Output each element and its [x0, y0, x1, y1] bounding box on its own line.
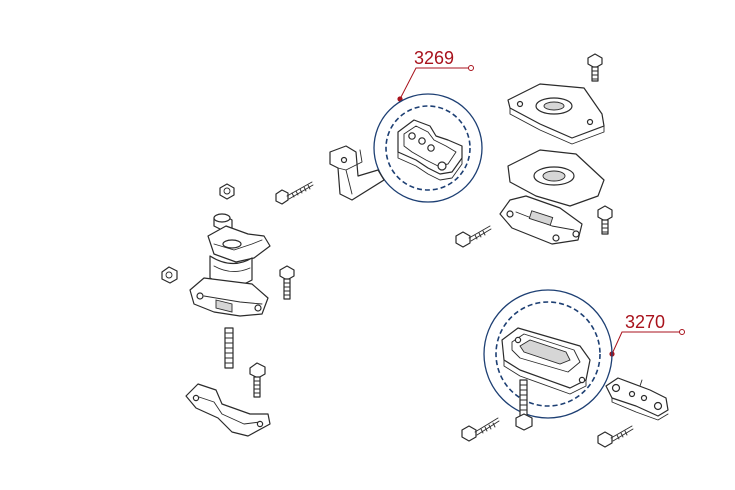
link-arm	[605, 377, 669, 421]
transmission-mount-right	[499, 149, 605, 245]
nut-left	[161, 266, 178, 284]
bolt-upper-left	[275, 181, 314, 205]
angle-bracket	[329, 145, 385, 201]
callout-label-3269[interactable]: 3269	[414, 48, 454, 68]
lower-bracket-left	[185, 383, 271, 437]
bolt-center	[455, 225, 492, 248]
stud-lower	[224, 327, 234, 369]
highlight-circle-3270[interactable]	[483, 289, 613, 419]
callout-3270[interactable]: 3270	[609, 312, 685, 357]
leader-dot-3269	[397, 96, 403, 102]
upper-plate-right	[507, 83, 605, 145]
bolt-top-right	[587, 53, 603, 82]
bolt-bottom-center	[461, 417, 500, 442]
bolt-right-small	[597, 205, 613, 235]
inner-dashed-circle-3269	[385, 105, 471, 191]
bolt-mount-right	[279, 265, 295, 300]
outer-circle-3270	[483, 289, 613, 419]
bolt-vertical-long	[515, 379, 533, 431]
nut-upper-left	[219, 183, 235, 200]
highlight-circle-3269[interactable]	[373, 93, 483, 203]
bolt-lower-left	[249, 362, 266, 398]
leader-line-3269	[399, 67, 470, 100]
engine-mount-left	[189, 213, 271, 317]
bolt-bottom-right	[597, 425, 634, 448]
outer-circle-3269	[373, 93, 483, 203]
leader-end-3269	[468, 65, 474, 71]
callout-3269[interactable]: 3269	[397, 48, 474, 102]
leader-end-3270	[679, 329, 685, 335]
bracket-part-3270[interactable]	[501, 327, 591, 395]
leader-line-3270	[611, 331, 680, 355]
inner-dashed-circle-3270	[495, 301, 601, 407]
callout-label-3270[interactable]: 3270	[625, 312, 665, 332]
bracket-part-3269[interactable]	[397, 119, 463, 181]
